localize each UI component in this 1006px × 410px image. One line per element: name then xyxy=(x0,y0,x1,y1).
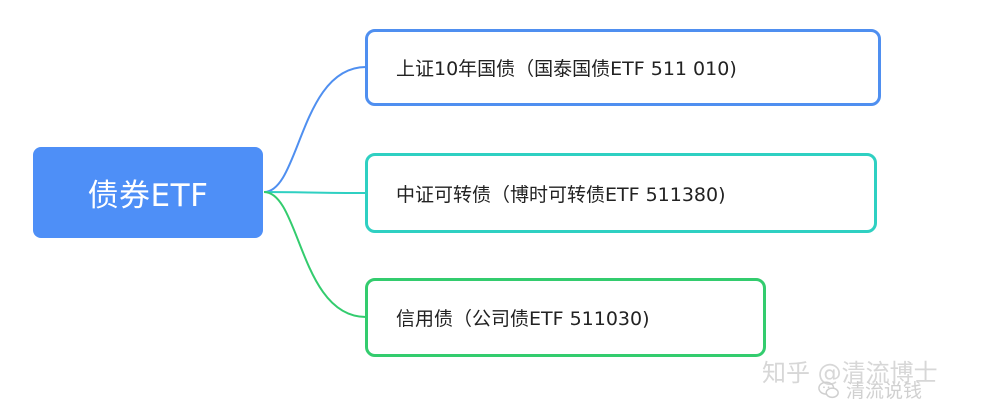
child-node-label: 信用债（公司债ETF 511030) xyxy=(396,308,650,330)
wechat-icon xyxy=(818,380,839,398)
child-node-label: 中证可转债（博时可转债ETF 511380) xyxy=(396,183,726,206)
child-node-treasury[interactable]: 上证10年国债（国泰国债ETF 511 010) xyxy=(365,29,881,106)
root-node[interactable]: 债券ETF xyxy=(33,147,263,238)
watermark-wechat: 清流说钱 xyxy=(818,376,922,403)
child-node-convertible[interactable]: 中证可转债（博时可转债ETF 511380) xyxy=(365,153,877,233)
child-node-label: 上证10年国债（国泰国债ETF 511 010) xyxy=(396,58,737,80)
watermark-zhihu: 知乎 @清流博士 xyxy=(762,359,938,387)
connector-1 xyxy=(263,66,367,193)
connector-2 xyxy=(263,191,367,194)
child-node-credit[interactable]: 信用债（公司债ETF 511030) xyxy=(365,278,766,357)
root-node-label: 债券ETF xyxy=(87,178,209,214)
connector-3 xyxy=(263,191,367,318)
